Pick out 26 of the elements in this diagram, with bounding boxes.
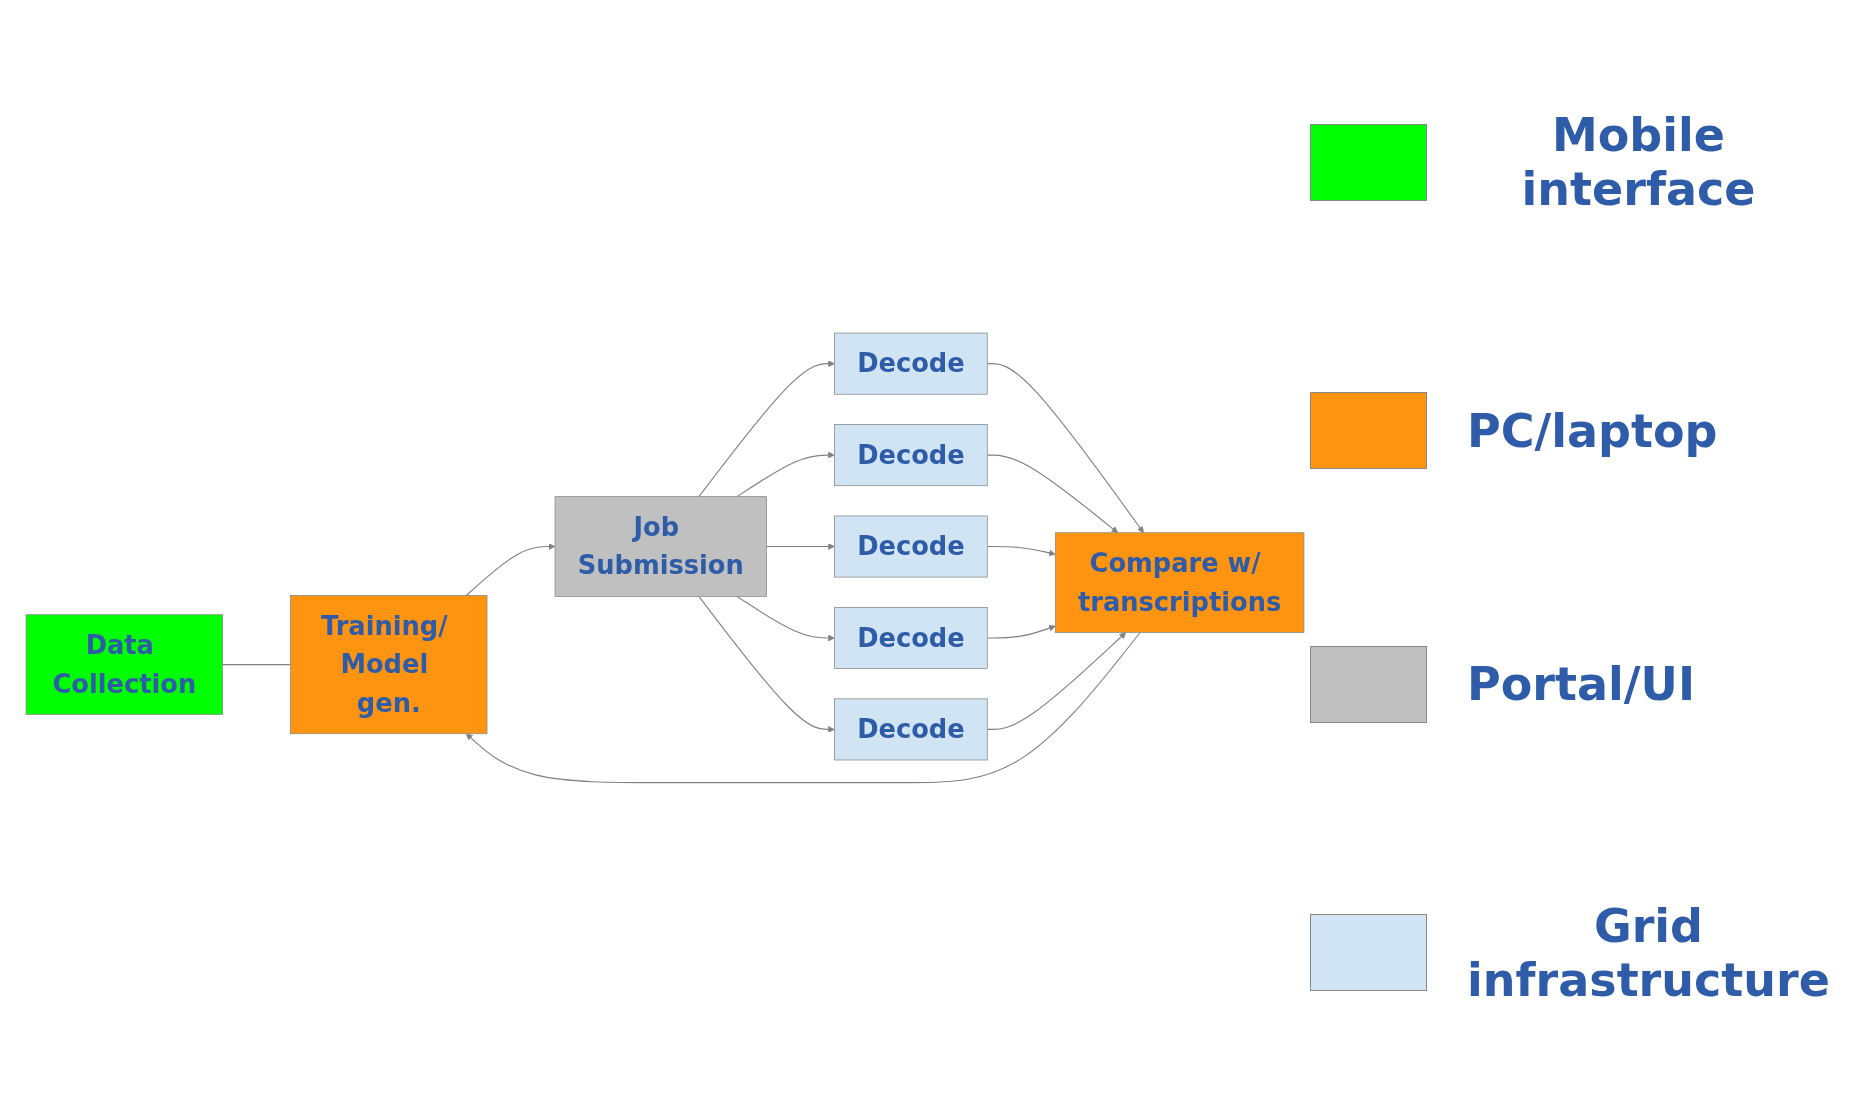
arrow: [986, 631, 1127, 730]
node-box: Decode: [834, 332, 988, 395]
arrow: [698, 595, 835, 733]
node-box: Training/ Model gen.: [290, 594, 488, 734]
legend-label: PC/laptop: [1467, 403, 1718, 458]
connector: [221, 663, 292, 665]
arrow: [465, 631, 1141, 783]
node-box: Data Collection: [25, 614, 223, 715]
arrow: [986, 624, 1056, 639]
legend-label: Portal/UI: [1467, 657, 1696, 712]
legend-label: Grid infrastructure: [1467, 898, 1830, 1007]
node-box: Decode: [834, 515, 988, 578]
arrow: [736, 595, 835, 641]
node-box: Compare w/ transcriptions: [1054, 532, 1305, 633]
arrow: [986, 362, 1144, 533]
node-box: Decode: [834, 423, 988, 486]
arrow: [765, 542, 835, 550]
node-box: Decode: [834, 606, 988, 669]
arrow: [986, 454, 1118, 533]
legend-label: Mobile interface: [1520, 108, 1757, 217]
arrow: [698, 359, 835, 497]
arrow: [986, 545, 1056, 556]
arrow: [465, 542, 556, 596]
node-box: Job Submission: [554, 495, 767, 597]
arrow: [736, 451, 835, 497]
node-box: Decode: [834, 698, 988, 760]
